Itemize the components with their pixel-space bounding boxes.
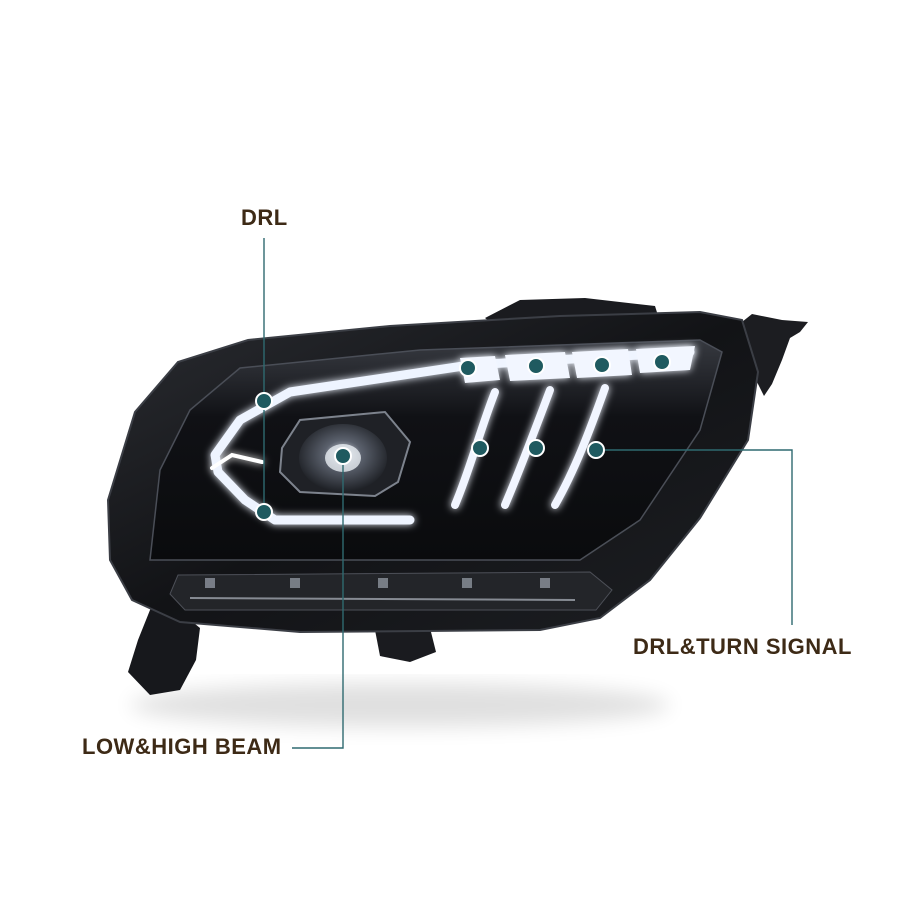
marker-dot [527, 357, 545, 375]
drl-turn-signal-callout-label: DRL&TURN SIGNAL [633, 634, 852, 659]
floor-shadow [130, 683, 670, 727]
right-bracket [742, 314, 808, 396]
lower-led-pips [205, 578, 550, 588]
marker-dot [593, 356, 611, 374]
marker-dot [471, 439, 489, 457]
marker-dot [255, 503, 273, 521]
drl-callout-label: DRL [241, 205, 288, 230]
low-high-beam-callout-label: LOW&HIGH BEAM [82, 734, 282, 759]
leader-lines [263, 238, 793, 749]
marker-dot [527, 439, 545, 457]
callout-markers [255, 353, 671, 521]
marker-dot [459, 359, 477, 377]
marker-dot [653, 353, 671, 371]
marker-dot [255, 392, 273, 410]
bottom-tab [375, 628, 436, 662]
lower-strip [169, 571, 613, 611]
marker-dot [587, 441, 605, 459]
lower-strip-light [189, 597, 576, 601]
beam-leader-line [292, 456, 344, 749]
marker-dot [334, 447, 352, 465]
bottom-left-mount [128, 605, 200, 695]
turn-leader-line [596, 449, 793, 625]
